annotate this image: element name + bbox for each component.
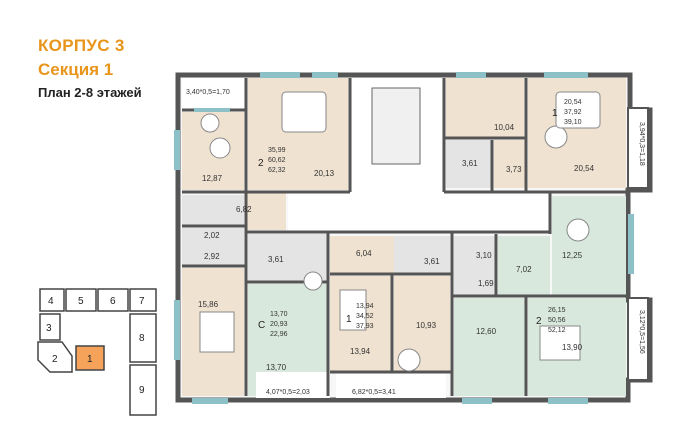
- apartment-b-area-with-balcony: 39,10: [564, 119, 582, 126]
- apartment-a-living-area: 35,99: [268, 147, 286, 154]
- apartment-d-living-area: 13,94: [356, 303, 374, 310]
- label-kitchen-d: 10,93: [416, 321, 437, 330]
- apartment-d-area-with-balcony: 37,93: [356, 323, 374, 330]
- key-plan-label-1: 1: [87, 354, 93, 365]
- apartment-info-a: 2 35,99 60,62 62,32: [258, 147, 286, 174]
- apartment-d-total-area: 34,52: [356, 313, 374, 320]
- label-wc-a: 2,02: [204, 231, 220, 240]
- label-bath-a: 2,92: [204, 252, 220, 261]
- windows: [174, 72, 634, 404]
- key-plan-label-6: 6: [110, 296, 116, 307]
- apartment-info-c: С 13,70 20,93 22,96: [258, 311, 288, 338]
- apartment-c-living-area: 13,70: [270, 311, 288, 318]
- key-plan-section-4[interactable]: [39, 288, 65, 312]
- key-plan-section-2[interactable]: [37, 341, 73, 373]
- apartment-a-rooms: 2: [258, 158, 264, 169]
- balcony-right-bottom: [627, 297, 649, 381]
- apartment-e-total-area: 50,56: [548, 317, 566, 324]
- apartment-b-living-area: 20,54: [564, 99, 582, 106]
- key-plan-section-8[interactable]: [129, 313, 157, 363]
- label-hall-b: 3,73: [506, 165, 522, 174]
- apartment-info-e: 2 26,15 50,56 52,12: [536, 307, 566, 334]
- apartment-c-total-area: 20,93: [270, 321, 288, 328]
- key-plan-label-2: 2: [52, 354, 58, 365]
- label-balcony-bottom-left: 4,07*0,5=2,03: [266, 389, 310, 396]
- interior-walls: [182, 78, 626, 396]
- label-room-e1: 12,60: [476, 327, 497, 336]
- apartment-a-area-with-balcony: 62,32: [268, 167, 286, 174]
- apartment-b-rooms: 1: [552, 108, 558, 119]
- label-room-d: 13,94: [350, 347, 371, 356]
- building-title: КОРПУС 3: [38, 36, 125, 55]
- label-living-b: 20,54: [574, 164, 595, 173]
- label-hall-center: 6,04: [356, 249, 372, 258]
- key-plan-label-8: 8: [139, 333, 145, 344]
- apartment-info-d: 1 13,94 34,52 37,93: [346, 303, 374, 330]
- apartment-e-rooms: 2: [536, 316, 542, 327]
- section-title: Секция 1: [38, 60, 114, 79]
- key-plan-section-5[interactable]: [65, 288, 97, 312]
- label-bath-e: 3,10: [476, 251, 492, 260]
- furniture: [199, 91, 601, 372]
- label-kitchen-b: 10,04: [494, 123, 515, 132]
- label-balcony-right-bottom: 3,12*0,5=1,56: [638, 310, 645, 354]
- label-living-a: 20,13: [314, 169, 335, 178]
- label-bedroom-a: 15,86: [198, 300, 219, 309]
- key-plan: 4 5 6 7 3 8 2 1 9: [37, 288, 157, 416]
- key-plan-label-5: 5: [78, 296, 84, 307]
- label-hall-e: 7,02: [516, 265, 532, 274]
- key-plan-section-3[interactable]: [39, 313, 61, 341]
- label-bath-d: 3,61: [424, 257, 440, 266]
- apartment-b-total-area: 37,92: [564, 109, 582, 116]
- key-plan-label-4: 4: [48, 296, 54, 307]
- apartment-a-total-area: 60,62: [268, 157, 286, 164]
- label-bath-b: 3,61: [462, 159, 478, 168]
- label-kitchen-e: 12,25: [562, 251, 583, 260]
- label-room-e2: 13,90: [562, 343, 583, 352]
- label-balcony-bottom-center: 6,82*0,5=3,41: [352, 389, 396, 396]
- key-plan-section-6[interactable]: [97, 288, 129, 312]
- label-kitchen-a: 12,87: [202, 174, 223, 183]
- apartment-d-rooms: 1: [346, 314, 352, 325]
- apartment-e-living-area: 26,15: [548, 307, 566, 314]
- room-labels: 3,40*0,5=1,70 20,13 12,87 6,82 2,02 2,92…: [186, 89, 645, 396]
- key-plan-section-9[interactable]: [129, 364, 157, 416]
- key-plan-section-1-current[interactable]: [75, 345, 105, 371]
- apartment-c-rooms: С: [258, 320, 265, 331]
- key-plan-label-7: 7: [139, 296, 145, 307]
- apartment-c-area-with-balcony: 22,96: [270, 331, 288, 338]
- key-plan-section-7[interactable]: [129, 288, 157, 312]
- label-balcony-right-top: 3,94*0,3=1,18: [638, 122, 645, 166]
- room-fills: [182, 78, 626, 398]
- label-hall-a: 6,82: [236, 205, 252, 214]
- apartment-info-b: 1 20,54 37,92 39,10: [552, 99, 582, 126]
- label-studio-c: 13,70: [266, 363, 287, 372]
- label-balcony-top-left: 3,40*0,5=1,70: [186, 89, 230, 96]
- key-plan-label-9: 9: [139, 385, 145, 396]
- apartment-e-area-with-balcony: 52,12: [548, 327, 566, 334]
- label-bath-c: 3,61: [268, 255, 284, 264]
- balcony-right-top: [627, 107, 649, 189]
- key-plan-label-3: 3: [46, 323, 52, 334]
- label-wc-e: 1,69: [478, 279, 494, 288]
- floors-title: План 2-8 этажей: [38, 85, 142, 100]
